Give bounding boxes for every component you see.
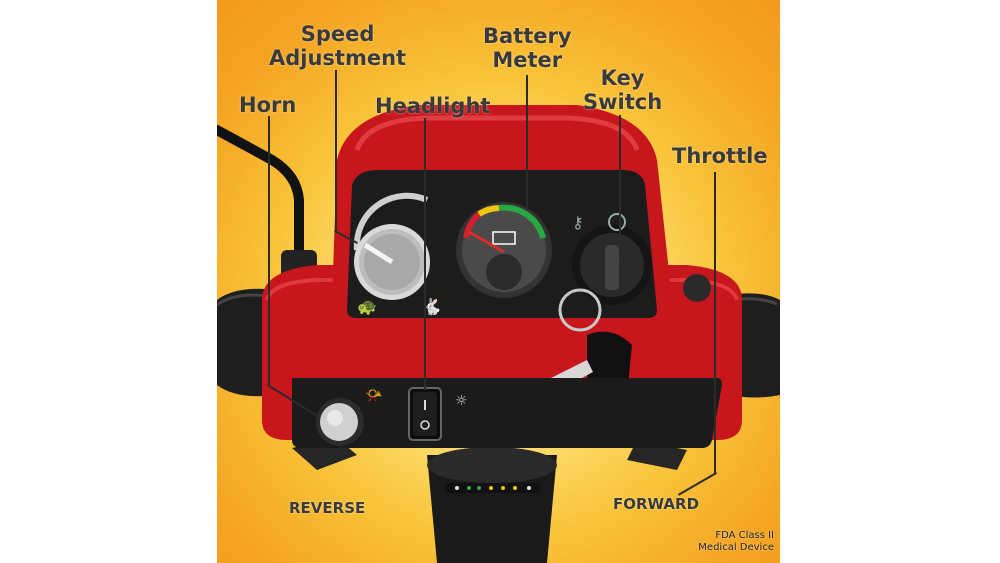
label-headlight: Headlight (375, 94, 491, 118)
label-fda-line2: Medical Device (698, 542, 774, 553)
label-forward: FORWARD (613, 495, 700, 513)
throttle-leader-line (714, 172, 716, 474)
rabbit-icon: 🐇 (422, 297, 442, 316)
label-reverse: REVERSE (289, 499, 366, 517)
horn-leader-line (268, 116, 270, 386)
speed-dial: 🐢 🐇 (353, 192, 442, 316)
throttle-indicator-button (683, 274, 711, 302)
label-battery-line1: Battery (483, 24, 572, 48)
battery-leader-line (526, 75, 528, 208)
label-key-switch: Key Switch (583, 66, 662, 114)
label-fda-line1: FDA Class II (715, 530, 774, 541)
battery-meter-gauge (456, 202, 552, 298)
direction-indicator-dots (455, 486, 531, 490)
scooter-tiller-illustration: 🐢 🐇 ⚷ (217, 105, 780, 563)
key-icon: ⚷ (572, 213, 584, 232)
turtle-icon: 🐢 (357, 297, 377, 316)
label-key-line2: Switch (583, 90, 663, 114)
label-fda-class: FDA Class II Medical Device (698, 530, 774, 554)
horn-button-illustration: 📯 (316, 388, 383, 446)
label-speed-adjustment: Speed Adjustment (269, 22, 406, 70)
label-speed-line1: Speed (300, 22, 375, 46)
label-battery-meter: Battery Meter (483, 24, 572, 72)
key-leader-line (619, 115, 621, 265)
label-battery-line2: Meter (492, 48, 563, 72)
svg-text:📯: 📯 (365, 388, 383, 404)
headlight-switch-illustration: ☼ (408, 387, 468, 441)
label-throttle: Throttle (672, 144, 768, 168)
label-key-line1: Key (600, 66, 645, 90)
svg-text:☼: ☼ (455, 393, 468, 409)
speed-leader-line (335, 70, 337, 232)
headlight-leader-line (424, 118, 426, 390)
label-horn: Horn (239, 93, 297, 117)
label-speed-line2: Adjustment (269, 46, 407, 70)
product-image-panel: 🐢 🐇 ⚷ (217, 0, 780, 563)
